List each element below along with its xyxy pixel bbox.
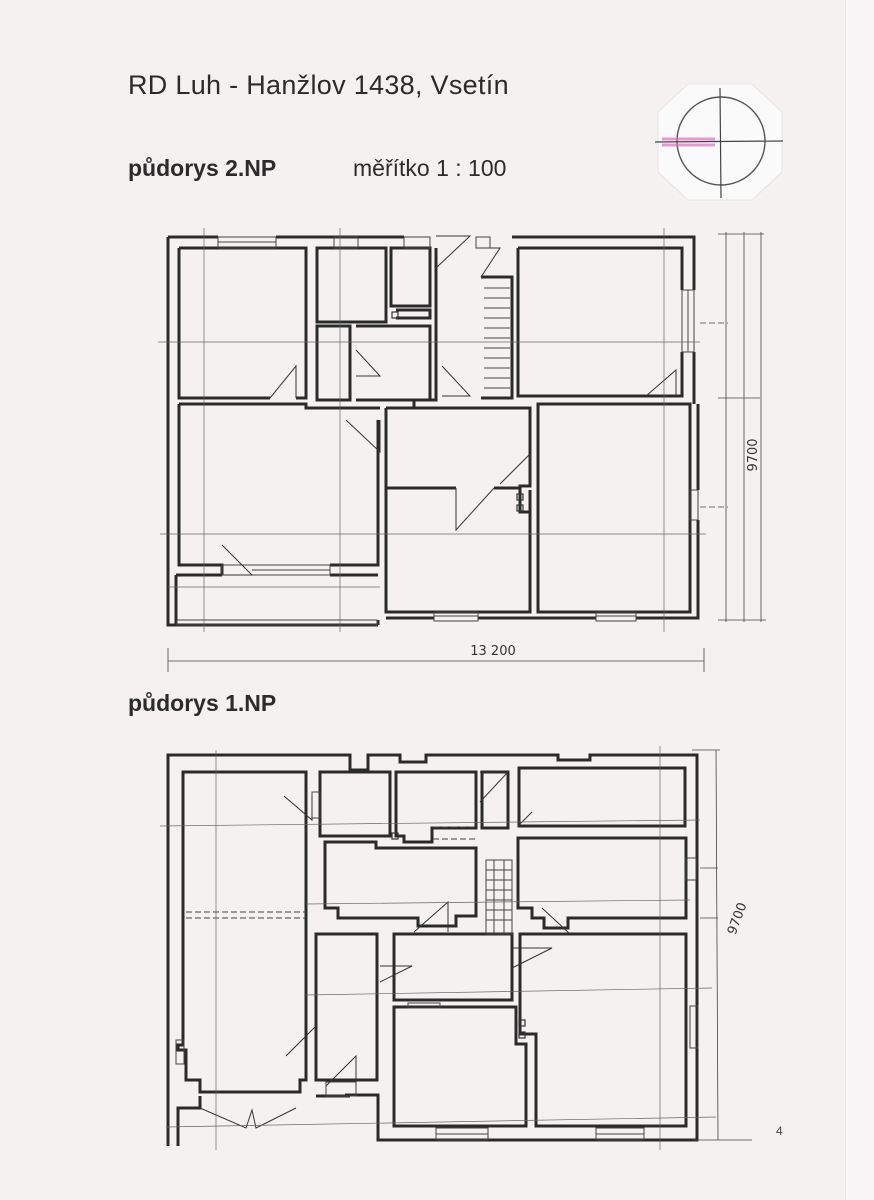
page-number: 4	[776, 1124, 783, 1138]
upper-plan-heading: půdorys 2.NP	[128, 155, 277, 181]
height-dimension-1np: 9700	[725, 901, 750, 937]
width-dimension: 13 200	[470, 644, 516, 659]
scale-label: měřítko 1 : 100	[353, 155, 507, 181]
lower-plan-heading: půdorys 1.NP	[128, 690, 277, 716]
page-edge	[845, 0, 874, 1200]
document-title: RD Luh - Hanžlov 1438, Vsetín	[128, 70, 509, 100]
height-dimension-2np: 9700	[746, 438, 761, 471]
